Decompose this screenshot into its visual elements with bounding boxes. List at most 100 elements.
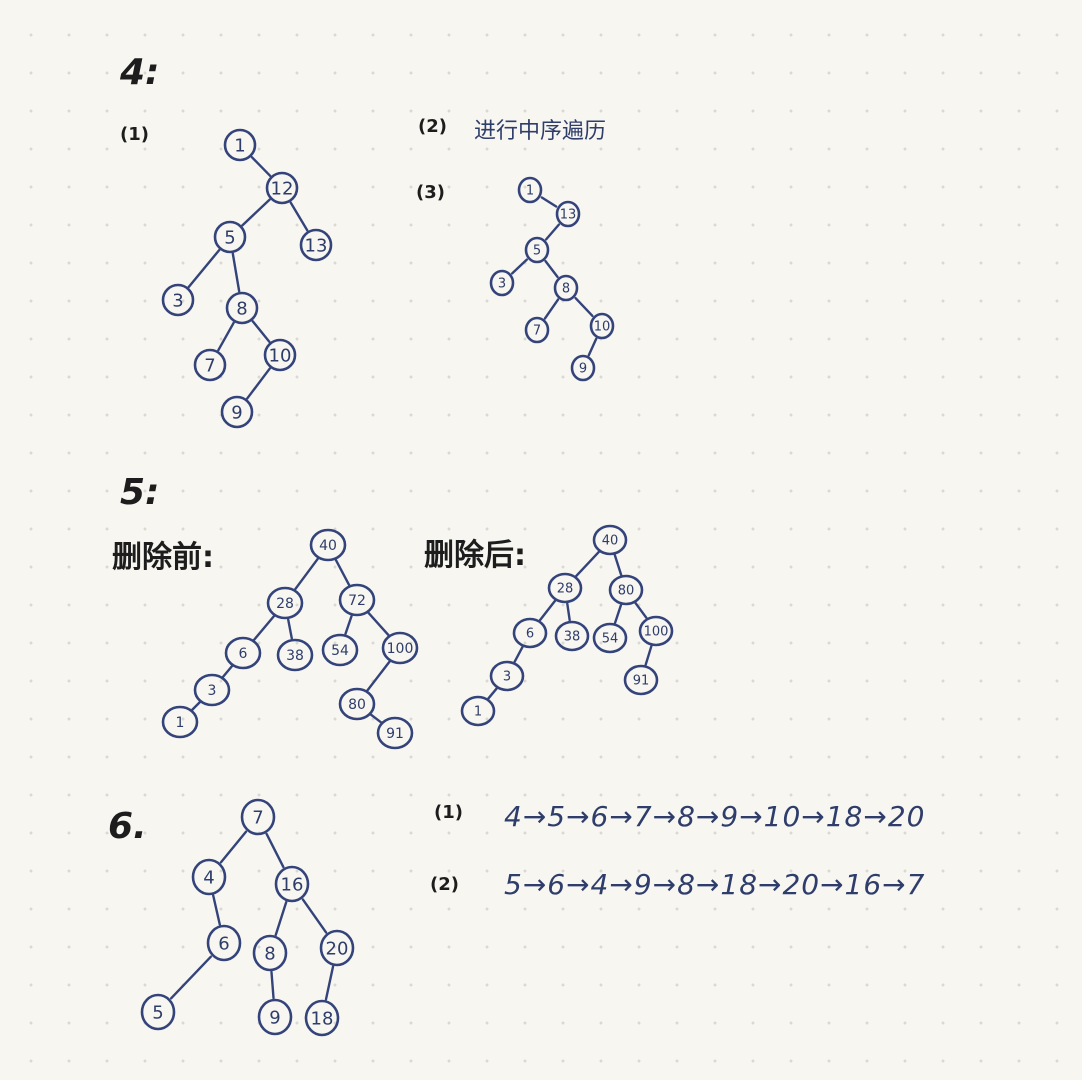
tree-node-circle (276, 638, 314, 672)
tree-edge (538, 599, 557, 622)
tree-edge (587, 337, 598, 357)
question-4-heading: 4: (120, 52, 160, 93)
tree-node-label: 7 (252, 808, 263, 829)
tree-node-circle (592, 524, 628, 556)
tree-node-label: 3 (498, 277, 506, 292)
tree-node-label: 1 (234, 136, 245, 157)
question-6-heading: 6. (108, 806, 147, 847)
tree-node-circle (608, 574, 644, 606)
tree-edge (265, 832, 285, 869)
tree-edge (293, 557, 320, 591)
question-6-part-2-label: (2) (430, 874, 459, 895)
tree-node-circle (225, 291, 259, 325)
tree-node-label: 9 (269, 1008, 280, 1029)
tree-node-circle (338, 583, 376, 617)
question-6-part-1-label: (1) (434, 802, 463, 823)
tree-node-circle (161, 283, 195, 317)
tree-edge (252, 614, 276, 642)
tree-edge (217, 321, 235, 352)
tree-node-label: 9 (231, 403, 242, 424)
tree-node-circle (257, 998, 293, 1036)
tree-node-circle (206, 924, 242, 962)
tree-edge (190, 700, 202, 712)
tree-node-circle (517, 176, 543, 204)
tree-edge (169, 955, 213, 1000)
tree-node-label: 91 (386, 726, 404, 742)
tree-node-circle (265, 171, 299, 205)
tree-edge (367, 611, 390, 637)
tree-node-label: 9 (579, 362, 587, 377)
tree-node-label: 13 (305, 236, 328, 257)
tree-node-circle (554, 620, 590, 652)
tree-node-label: 13 (560, 208, 577, 223)
tree-node-label: 72 (348, 593, 366, 609)
tree-node-circle (220, 395, 254, 429)
question-5-heading: 5: (120, 472, 160, 513)
tree-node-circle (193, 673, 231, 707)
tree-node-label: 38 (286, 648, 304, 664)
question-4-part-1-label: (1) (120, 124, 149, 145)
tree-edge (324, 965, 335, 1001)
tree-node-label: 54 (331, 643, 349, 659)
tree-node-label: 8 (264, 944, 275, 965)
question-6-part-2-sequence: 5→6→4→9→8→18→20→16→7 (504, 868, 926, 901)
tree-edge (221, 664, 234, 679)
tree-edge (251, 320, 271, 343)
tree-edge (613, 603, 623, 625)
tree-node-circle (161, 705, 199, 739)
question-6-part-1-sequence: 4→5→6→7→8→9→10→18→20 (504, 800, 926, 833)
tree-node-label: 80 (618, 584, 635, 599)
tree-node-label: 40 (319, 538, 337, 554)
tree-node-circle (213, 220, 247, 254)
tree-node-label: 80 (348, 697, 366, 713)
question-4-part-2-label: (2) (418, 116, 447, 137)
tree-node-label: 5 (152, 1003, 163, 1024)
tree-edge (540, 196, 558, 208)
tree-node-circle (524, 316, 550, 344)
tree-node-label: 8 (236, 299, 247, 320)
tree-node-circle (299, 228, 333, 262)
tree-node-circle (512, 617, 548, 649)
tree-node-circle (309, 528, 347, 562)
tree-edge (287, 618, 293, 640)
tree-node-label: 3 (172, 291, 183, 312)
tree-edge (543, 298, 560, 320)
tree-edge (212, 894, 221, 926)
tree-node-label: 20 (326, 939, 349, 960)
tree-node-circle (266, 586, 304, 620)
tree-node-label: 7 (204, 356, 215, 377)
question-5-before-label: 删除前: (112, 540, 214, 575)
tree-edge (241, 198, 271, 227)
tree-edge (574, 296, 594, 318)
tree-node-label: 100 (387, 641, 414, 657)
tree-node-label: 54 (602, 632, 619, 647)
tree-node-label: 6 (526, 627, 534, 642)
tree-node-circle (381, 631, 419, 665)
tree-node-circle (553, 274, 579, 302)
tree-node-label: 1 (474, 705, 482, 720)
tree-node-circle (489, 660, 525, 692)
tree-node-circle (304, 999, 340, 1037)
tree-node-circle (191, 858, 227, 896)
tree-node-label: 4 (203, 868, 214, 889)
tree-node-circle (376, 716, 414, 750)
tree-node-circle (263, 338, 297, 372)
tree-node-label: 6 (218, 934, 229, 955)
tree-edge (644, 645, 653, 666)
tree-edge (301, 898, 328, 934)
tree-edge (369, 713, 383, 724)
tree-node-circle (570, 354, 596, 382)
tree-node-circle (274, 865, 310, 903)
tree-node-label: 100 (644, 625, 669, 640)
tree-edge (187, 248, 221, 289)
tree-node-label: 8 (562, 282, 570, 297)
tree-edge (270, 970, 275, 1000)
tree-edge (634, 601, 648, 620)
tree-node-circle (638, 615, 674, 647)
tree-node-label: 5 (533, 244, 541, 259)
tree-edge (513, 645, 524, 664)
tree-node-label: 38 (564, 630, 581, 645)
